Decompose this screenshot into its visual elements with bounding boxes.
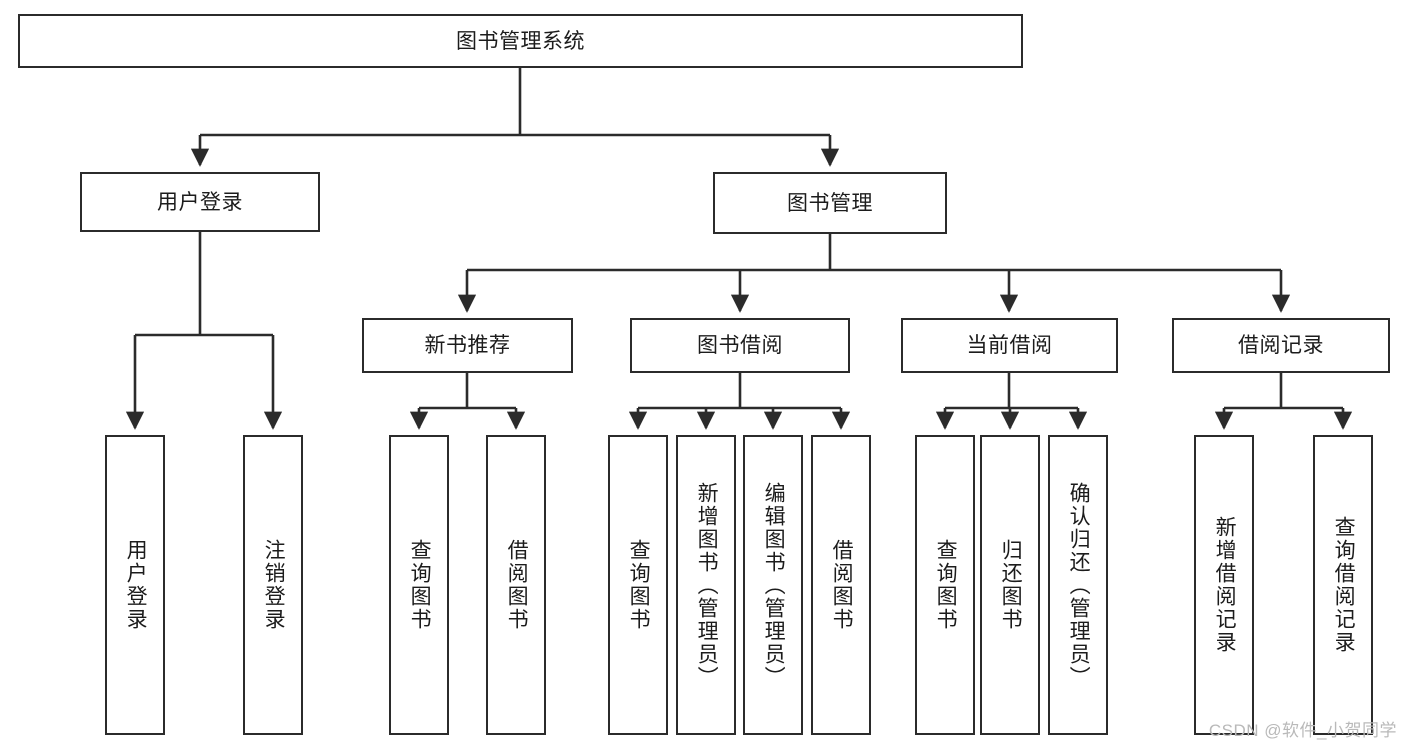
node-leaf-query-record[interactable]: 查询借阅记录 xyxy=(1313,435,1373,735)
node-leaf-add-record-label: 新增借阅记录 xyxy=(1213,516,1237,654)
node-leaf-user-logout-label: 注销登录 xyxy=(262,539,286,631)
node-leaf-query-book-2[interactable]: 查询图书 xyxy=(608,435,668,735)
node-leaf-edit-book[interactable]: 编辑图书（管理员） xyxy=(743,435,803,735)
node-current-borrow-label: 当前借阅 xyxy=(966,334,1053,357)
node-new-book-recommend-label: 新书推荐 xyxy=(424,334,511,357)
node-leaf-query-book-2-label: 查询图书 xyxy=(627,539,651,631)
node-leaf-borrow-book-2[interactable]: 借阅图书 xyxy=(811,435,871,735)
node-leaf-query-book-3[interactable]: 查询图书 xyxy=(915,435,975,735)
node-leaf-borrow-book-2-label: 借阅图书 xyxy=(830,539,854,631)
node-borrow-record[interactable]: 借阅记录 xyxy=(1172,318,1390,373)
node-borrow-record-label: 借阅记录 xyxy=(1238,334,1324,357)
node-leaf-user-login-label: 用户登录 xyxy=(124,539,148,631)
node-leaf-add-book[interactable]: 新增图书（管理员） xyxy=(676,435,736,735)
node-leaf-query-book-3-label: 查询图书 xyxy=(934,539,958,631)
node-leaf-borrow-book-1-label: 借阅图书 xyxy=(505,539,529,631)
node-leaf-borrow-book-1[interactable]: 借阅图书 xyxy=(486,435,546,735)
node-book-manage[interactable]: 图书管理 xyxy=(713,172,947,234)
node-leaf-query-book-1-label: 查询图书 xyxy=(408,539,432,631)
node-leaf-query-book-1[interactable]: 查询图书 xyxy=(389,435,449,735)
node-leaf-user-logout[interactable]: 注销登录 xyxy=(243,435,303,735)
node-leaf-query-record-label: 查询借阅记录 xyxy=(1332,516,1356,654)
node-leaf-edit-book-label: 编辑图书（管理员） xyxy=(762,481,786,689)
node-user-login[interactable]: 用户登录 xyxy=(80,172,320,232)
node-leaf-return-book[interactable]: 归还图书 xyxy=(980,435,1040,735)
node-leaf-add-record[interactable]: 新增借阅记录 xyxy=(1194,435,1254,735)
node-root[interactable]: 图书管理系统 xyxy=(18,14,1023,68)
node-leaf-add-book-label: 新增图书（管理员） xyxy=(695,481,719,689)
node-leaf-user-login[interactable]: 用户登录 xyxy=(105,435,165,735)
node-current-borrow[interactable]: 当前借阅 xyxy=(901,318,1118,373)
node-user-login-label: 用户登录 xyxy=(157,190,243,214)
node-new-book-recommend[interactable]: 新书推荐 xyxy=(362,318,573,373)
node-book-borrow-label: 图书借阅 xyxy=(697,334,783,357)
node-leaf-confirm-return[interactable]: 确认归还（管理员） xyxy=(1048,435,1108,735)
node-book-borrow[interactable]: 图书借阅 xyxy=(630,318,850,373)
node-leaf-return-book-label: 归还图书 xyxy=(999,539,1023,631)
node-root-label: 图书管理系统 xyxy=(456,29,585,53)
node-leaf-confirm-return-label: 确认归还（管理员） xyxy=(1067,481,1091,689)
node-book-manage-label: 图书管理 xyxy=(787,191,873,215)
